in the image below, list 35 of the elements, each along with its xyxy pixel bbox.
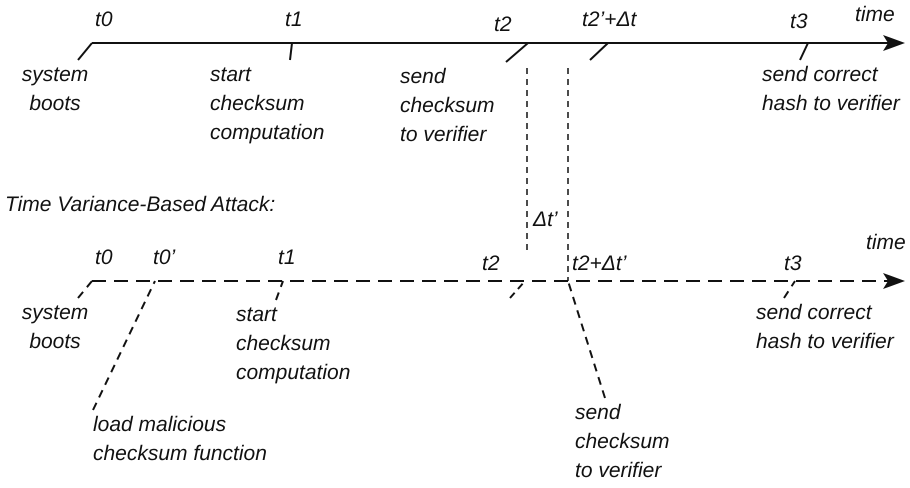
leader-line xyxy=(289,42,293,60)
time-label: t2’+Δt xyxy=(582,8,636,32)
leader-line xyxy=(783,280,796,299)
interval-label: Δt’ xyxy=(533,208,558,232)
time-label: t2 xyxy=(482,252,500,276)
event-label: system boots xyxy=(10,60,100,118)
leader-line xyxy=(275,280,284,300)
time-axis-arrow xyxy=(92,273,905,289)
event-label: system boots xyxy=(10,298,100,356)
leader-line xyxy=(799,42,809,60)
event-label: send checksum to verifier xyxy=(575,398,687,485)
time-label: t3 xyxy=(784,252,802,276)
heading: Time Variance-Based Attack: xyxy=(5,193,276,217)
leader-line xyxy=(77,280,93,299)
time-label: t1 xyxy=(285,8,303,32)
time-axis-arrow xyxy=(92,35,905,51)
event-label: load malicious checksum function xyxy=(93,410,313,468)
event-label: send checksum to verifier xyxy=(400,62,512,149)
leader-line xyxy=(505,42,529,63)
time-label: t3 xyxy=(790,10,808,34)
event-label: start checksum computation xyxy=(236,300,364,387)
axis-label: time xyxy=(855,3,895,27)
time-label: t0 xyxy=(95,8,113,32)
leader-line xyxy=(92,280,156,410)
time-label: t2 xyxy=(494,13,512,37)
leader-line xyxy=(77,42,93,61)
axis-label: time xyxy=(866,231,906,255)
event-label: start checksum computation xyxy=(210,60,338,147)
time-label: t0’ xyxy=(153,246,176,270)
event-label: send correct hash to verifier xyxy=(762,60,902,118)
event-label: send correct hash to verifier xyxy=(756,298,896,356)
leader-line xyxy=(567,280,606,398)
time-label: t0 xyxy=(95,246,113,270)
time-label: t2+Δt’ xyxy=(572,252,626,276)
time-label: t1 xyxy=(278,246,296,270)
